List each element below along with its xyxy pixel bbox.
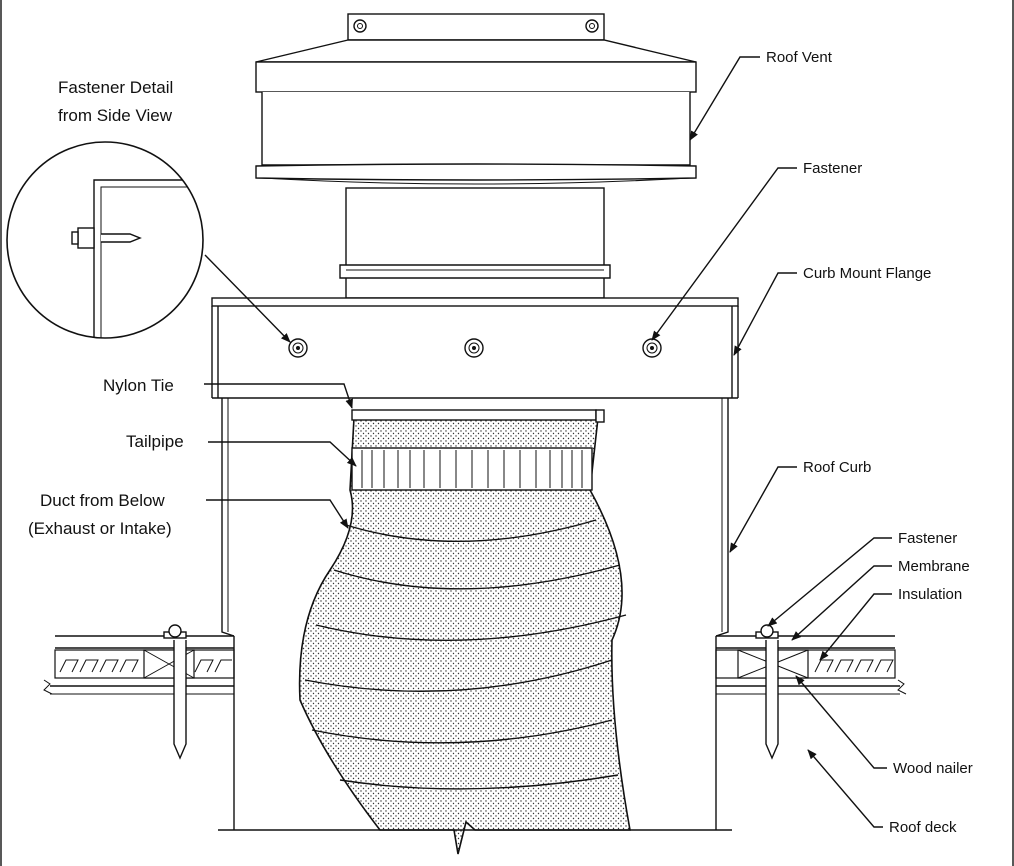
label-wood-nailer: Wood nailer [893, 760, 973, 777]
fastener-detail-circle [6, 141, 204, 339]
label-curb-mount-flange: Curb Mount Flange [803, 265, 931, 282]
leader-roof-curb [729, 466, 797, 553]
curb-mount-flange [211, 297, 739, 399]
leader-wood-nailer [795, 675, 887, 769]
label-nylon-tie: Nylon Tie [103, 376, 174, 395]
leader-fastener-top [651, 167, 797, 341]
roof-vent [255, 13, 697, 299]
label-duct-line1: Duct from Below [40, 491, 165, 510]
roof-curb [221, 398, 729, 637]
flange-fastener-center [464, 338, 484, 358]
leader-tailpipe [208, 441, 357, 467]
roof-assembly-right [715, 624, 907, 830]
label-fastener-bottom: Fastener [898, 530, 957, 547]
leader-duct [206, 499, 349, 529]
leader-insulation [819, 593, 892, 661]
leader-roof-vent [689, 56, 760, 141]
leader-curb-mount-flange [733, 272, 797, 356]
nylon-tie [351, 409, 605, 423]
label-insulation: Insulation [898, 586, 962, 603]
detail-title-line1: Fastener Detail [58, 78, 173, 97]
label-roof-deck: Roof deck [889, 819, 957, 836]
label-roof-curb: Roof Curb [803, 459, 871, 476]
label-fastener-top: Fastener [803, 160, 862, 177]
duct [298, 417, 631, 855]
tailpipe [351, 447, 593, 491]
roof-assembly-left [43, 624, 235, 830]
label-roof-vent: Roof Vent [766, 49, 833, 66]
flange-fastener-left [288, 338, 308, 358]
flange-fastener-right [642, 338, 662, 358]
label-tailpipe: Tailpipe [126, 432, 184, 451]
leader-roof-deck [807, 749, 883, 828]
leader-fastener-bottom [767, 537, 892, 627]
label-membrane: Membrane [898, 558, 970, 575]
leader-nylon-tie [204, 383, 353, 409]
leader-detail-to-fastener [204, 254, 291, 343]
leader-membrane [791, 565, 892, 641]
detail-title-line2: from Side View [58, 106, 173, 125]
label-duct-line2: (Exhaust or Intake) [28, 519, 172, 538]
